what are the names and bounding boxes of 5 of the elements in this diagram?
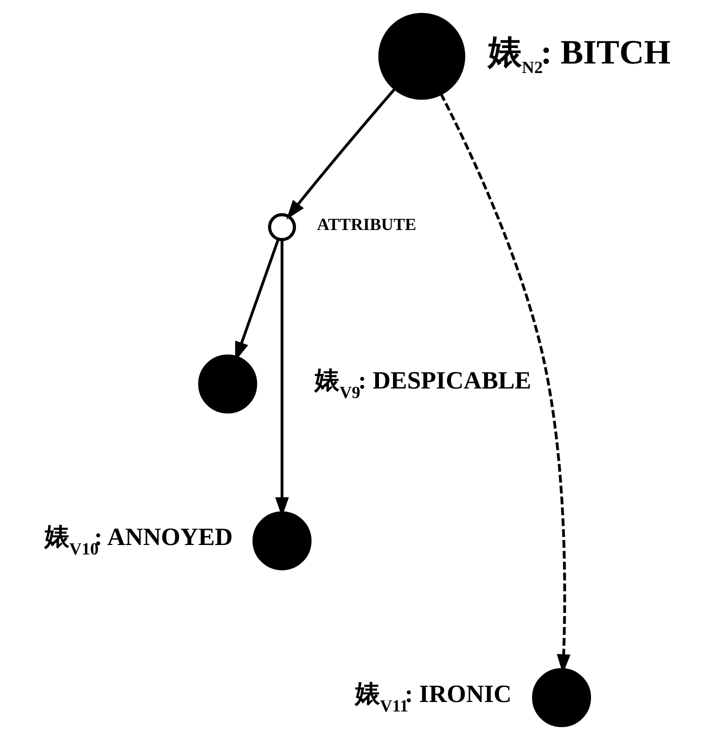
node-label: 婊$_{V11}$: IRONIC: [354, 681, 512, 716]
node-label: ATTRIBUTE: [316, 214, 416, 234]
node-label: 婊$_{V10}$: ANNOYED: [44, 524, 232, 559]
node-label: 婊$_{V9}$: DESPICABLE: [314, 367, 531, 402]
node-label: 婊$_{N2}$: BITCH: [487, 34, 670, 77]
